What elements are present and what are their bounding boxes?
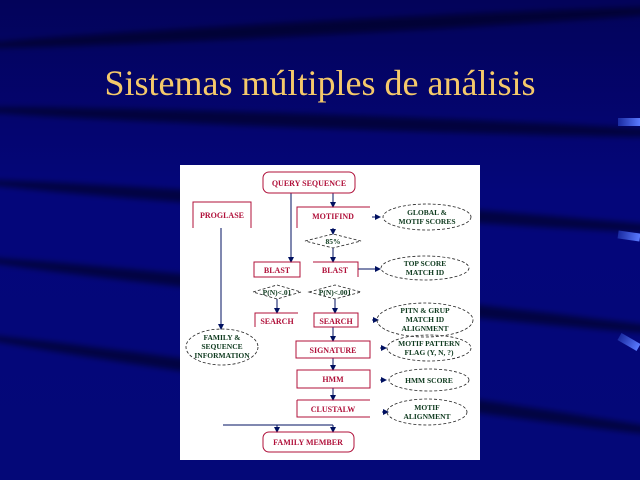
svg-text:SEARCH: SEARCH: [319, 317, 353, 326]
svg-text:MOTIFIND: MOTIFIND: [312, 212, 354, 221]
svg-text:INFORMATION: INFORMATION: [194, 351, 250, 360]
svg-text:P(N)<.001: P(N)<.001: [319, 288, 352, 297]
decision-pn-001: P(N)<.001: [307, 284, 363, 300]
svg-text:SIGNATURE: SIGNATURE: [310, 346, 357, 355]
node-blast-left: BLAST: [253, 261, 301, 278]
output-top-score: TOP SCORE MATCH ID: [380, 255, 470, 281]
svg-text:FAMILY MEMBER: FAMILY MEMBER: [273, 438, 343, 447]
svg-text:MOTIF PATTERN: MOTIF PATTERN: [398, 339, 460, 348]
svg-text:SEARCH: SEARCH: [260, 317, 294, 326]
svg-text:MATCH ID: MATCH ID: [406, 315, 445, 324]
node-search-left: SEARCH: [254, 312, 298, 327]
svg-text:FLAG (Y, N, ?): FLAG (Y, N, ?): [404, 348, 454, 357]
svg-text:HMM SCORE: HMM SCORE: [405, 376, 453, 385]
bg-stripe: [0, 101, 640, 143]
node-search-right: SEARCH: [313, 312, 359, 328]
decision-85: 85%: [304, 233, 362, 249]
svg-text:QUERY SEQUENCE: QUERY SEQUENCE: [272, 179, 346, 188]
output-motif-pattern: MOTIF PATTERN FLAG (Y, N, ?): [386, 334, 472, 362]
output-hmm-score: HMM SCORE: [388, 368, 470, 392]
node-signature: SIGNATURE: [295, 340, 371, 359]
decision-pn-01: P(N)<.01: [251, 284, 303, 300]
svg-text:PITN & GRUP: PITN & GRUP: [400, 306, 450, 315]
node-blast-right: BLAST: [313, 261, 359, 277]
node-clustalw: CLUSTALW: [296, 399, 370, 418]
svg-text:TOP SCORE: TOP SCORE: [404, 259, 447, 268]
svg-text:ALIGNMENT: ALIGNMENT: [401, 324, 448, 333]
connectors: [218, 193, 389, 433]
svg-text:P(N)<.01: P(N)<.01: [263, 288, 292, 297]
svg-text:BLAST: BLAST: [264, 266, 291, 275]
svg-text:MOTIF: MOTIF: [414, 403, 440, 412]
bg-glint: [617, 230, 640, 242]
node-hmm: HMM: [296, 369, 371, 389]
node-motifind: MOTIFIND: [296, 206, 370, 228]
slide-title: Sistemas múltiples de análisis: [104, 63, 536, 103]
svg-text:MATCH ID: MATCH ID: [406, 268, 445, 277]
svg-text:ALIGNMENT: ALIGNMENT: [403, 412, 450, 421]
node-query-sequence: QUERY SEQUENCE: [262, 171, 356, 194]
bg-stripe: [0, 0, 640, 54]
output-global-motif-scores: GLOBAL & MOTIF SCORES: [382, 203, 472, 231]
flowchart-diagram: QUERY SEQUENCE PROGLASE MOTIFIND GLOBAL …: [180, 165, 480, 460]
svg-text:SEQUENCE: SEQUENCE: [201, 342, 242, 351]
svg-text:85%: 85%: [326, 237, 341, 246]
output-pitn-match: PITN & GRUP MATCH ID ALIGNMENT: [376, 302, 474, 338]
svg-text:GLOBAL &: GLOBAL &: [407, 208, 447, 217]
svg-text:BLAST: BLAST: [322, 266, 349, 275]
bg-glint: [618, 118, 640, 126]
svg-text:CLUSTALW: CLUSTALW: [311, 405, 355, 414]
svg-text:MOTIF SCORES: MOTIF SCORES: [398, 217, 455, 226]
node-family-member: FAMILY MEMBER: [262, 431, 355, 453]
svg-text:HMM: HMM: [322, 375, 344, 384]
svg-text:FAMILY &: FAMILY &: [203, 333, 240, 342]
svg-text:PROGLASE: PROGLASE: [200, 211, 244, 220]
output-family-sequence-info: FAMILY & SEQUENCE INFORMATION: [185, 328, 259, 366]
node-proglase: PROGLASE: [192, 201, 252, 228]
bg-glint: [617, 333, 640, 351]
output-motif-alignment: MOTIF ALIGNMENT: [386, 398, 468, 426]
